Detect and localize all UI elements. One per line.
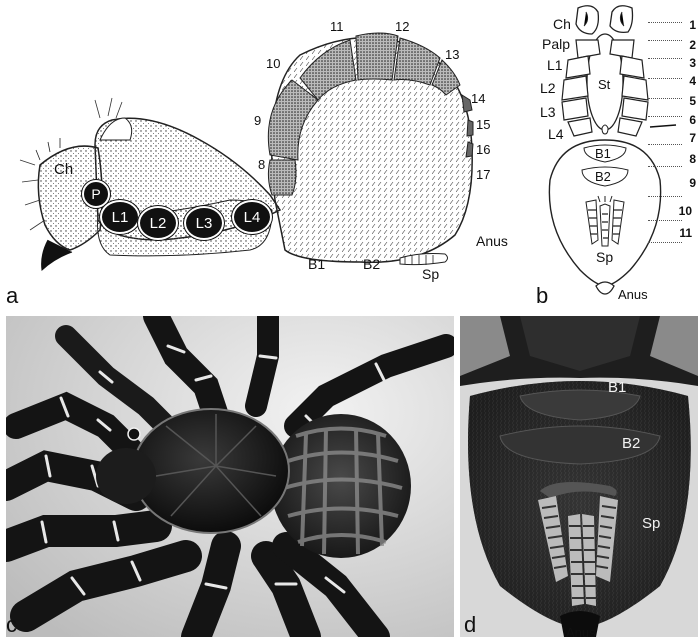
segment-9: 9 xyxy=(680,176,696,190)
panel-letter-a: a xyxy=(6,283,18,309)
segment-8: 8 xyxy=(258,158,265,171)
segment-13: 13 xyxy=(445,48,459,61)
label-sternum: St xyxy=(598,78,610,91)
segment-scale: 1 2 3 4 5 6 7 8 9 10 11 xyxy=(648,0,698,250)
label-booklung-2: B2 xyxy=(363,257,380,271)
segment-12: 12 xyxy=(395,20,409,33)
segment-1: 1 xyxy=(680,18,696,32)
label-leg-4: L4 xyxy=(548,127,564,141)
label-booklung-1: B1 xyxy=(595,147,611,160)
spider-ventral-photo xyxy=(460,316,698,637)
label-leg-1: L1 xyxy=(547,58,563,72)
panel-c-spider-photo: c xyxy=(6,316,454,637)
segment-9: 9 xyxy=(254,114,261,127)
panel-letter-b: b xyxy=(536,283,548,309)
label-leg-2: L2 xyxy=(540,81,556,95)
label-leg-3: L3 xyxy=(540,105,556,119)
label-leg-4: L4 xyxy=(232,200,272,234)
segment-8: 8 xyxy=(680,152,696,166)
segment-16: 16 xyxy=(476,143,490,156)
spider-lateral-illustration xyxy=(0,0,520,310)
segment-2: 2 xyxy=(680,38,696,52)
label-spinnerets: Sp xyxy=(422,267,439,281)
label-chelicera: Ch xyxy=(553,17,571,31)
label-spinnerets: Sp xyxy=(596,250,613,264)
label-booklung-2: B2 xyxy=(595,170,611,183)
segment-17: 17 xyxy=(476,168,490,181)
label-leg-2: L2 xyxy=(138,206,178,240)
segment-11: 11 xyxy=(330,20,344,33)
panel-d-ventral-photo: B1 B2 Sp Anus d xyxy=(460,316,698,637)
label-anus: Anus xyxy=(566,626,596,637)
segment-3: 3 xyxy=(680,56,696,70)
label-spinnerets: Sp xyxy=(642,516,660,531)
segment-11: 11 xyxy=(676,226,692,240)
label-leg-3: L3 xyxy=(184,206,224,240)
segment-4: 4 xyxy=(680,74,696,88)
panel-letter-d: d xyxy=(464,612,476,637)
panel-a-lateral-drawing: a Ch P L1 L2 L3 L4 B1 B2 Sp Anus 8 9 10 … xyxy=(0,0,520,310)
label-palp: Palp xyxy=(542,37,570,51)
segment-10: 10 xyxy=(676,204,692,218)
segment-14: 14 xyxy=(471,92,485,105)
segment-7: 7 xyxy=(680,131,696,145)
segment-6: 6 xyxy=(680,113,696,127)
panel-letter-c: c xyxy=(6,612,17,637)
segment-5: 5 xyxy=(680,94,696,108)
label-chelicera: Ch xyxy=(54,162,73,177)
panel-b-ventral-diagram: b Ch Palp L1 L2 L3 L4 St B1 B2 Sp Anus 1… xyxy=(520,0,698,310)
label-anus: Anus xyxy=(476,234,508,248)
segment-10: 10 xyxy=(266,57,280,70)
label-leg-1: L1 xyxy=(100,200,140,234)
label-anus: Anus xyxy=(618,288,648,301)
label-booklung-2: B2 xyxy=(622,436,640,451)
label-booklung-1: B1 xyxy=(608,380,626,395)
segment-15: 15 xyxy=(476,118,490,131)
label-booklung-1: B1 xyxy=(308,257,325,271)
spider-dorsal-photo xyxy=(6,316,454,637)
